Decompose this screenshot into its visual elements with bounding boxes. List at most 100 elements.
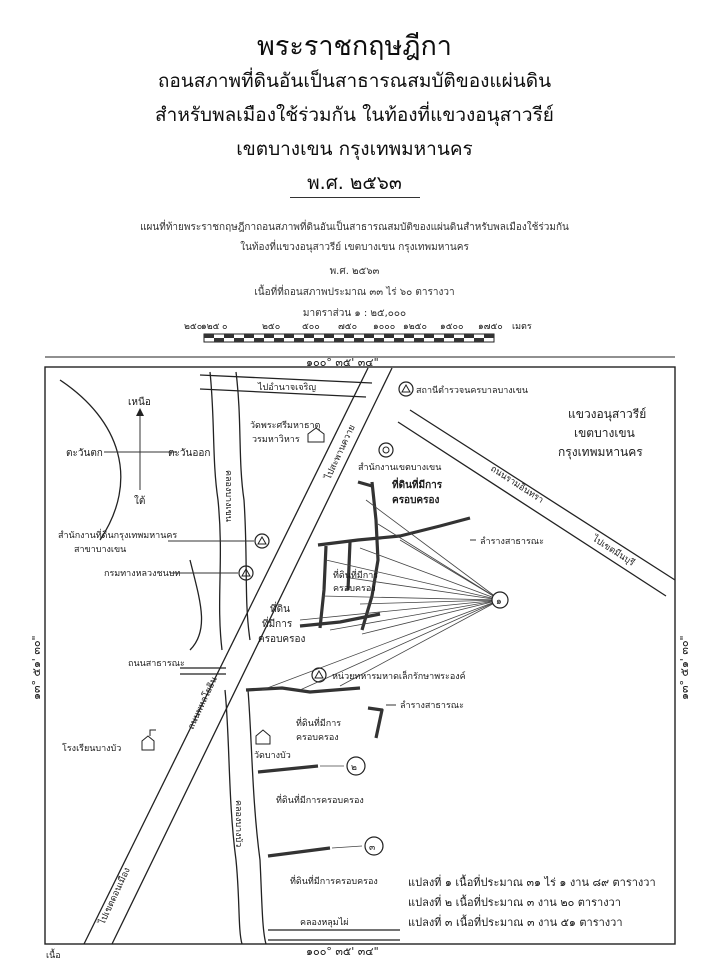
- parcel-1-ray: [299, 599, 501, 621]
- parcel-2-boundary: [257, 764, 319, 774]
- compass: [104, 408, 176, 490]
- scale-tick-9: ๑๗๕๐: [478, 322, 503, 332]
- scale-bar-cell: [434, 338, 444, 342]
- map-caption-year: พ.ศ. ๒๕๖๓: [329, 266, 380, 277]
- parcel-1-ray: [325, 559, 501, 601]
- decree-map: ๒๕๐ ๑๒๕ ๐ ๒๕๐ ๕๐๐ ๗๕๐ ๑๐๐๐ ๑๒๕๐ ๑๕๐๐ ๑๗๕…: [30, 322, 691, 960]
- scale-bar-cell: [464, 334, 474, 338]
- parcel-legend-3: แปลงที่ ๓ เนื้อที่ประมาณ ๓ งาน ๕๑ ตารางว…: [408, 914, 623, 929]
- parcel-1-boundary: [245, 480, 471, 694]
- scale-tick-3: ๒๕๐: [262, 322, 280, 332]
- parcel-1-marker: [491, 591, 509, 609]
- scale-bar-cell: [364, 334, 374, 338]
- district-label-line-2: เขตบางเขน: [574, 426, 635, 440]
- scale-bar-cell: [214, 338, 224, 342]
- parcel-3-marker: [364, 836, 384, 856]
- ram-inthra-road: [397, 409, 676, 597]
- rural-roads-icon: [238, 565, 254, 581]
- school-icon: [141, 735, 155, 751]
- map-caption-line-2: ในท้องที่แขวงอนุสาวรีย์ เขตบางเขน กรุงเท…: [240, 242, 469, 253]
- scale-bar-cell: [334, 338, 344, 342]
- scale-bar-cell: [284, 334, 294, 338]
- decree-subject-line-1: ถอนสภาพที่ดินอันเป็นสาธารณสมบัติของแผ่นด…: [157, 70, 552, 92]
- parcel-1-ray: [377, 523, 501, 601]
- scale-bar-cell: [454, 338, 464, 342]
- decree-subject-line-2: สำหรับพลเมืองใช้ร่วมกัน ในท้องที่แขวงอนุ…: [155, 104, 554, 126]
- header-divider: [290, 197, 420, 198]
- parcel-1-ray: [359, 599, 501, 605]
- public-pond-2-label: ลำรางสาธารณะ: [400, 700, 464, 711]
- map-caption-line-1: แผนที่ท้ายพระราชกฤษฎีกาถอนสภาพที่ดินอันเ…: [140, 222, 569, 233]
- canal-bang-bua-label: คลองบางบัว: [233, 800, 243, 847]
- district-label-line-3: กรุงเทพมหานคร: [558, 445, 643, 460]
- temple-2-icon: [255, 729, 271, 745]
- amnat-road: [199, 374, 373, 398]
- decree-title: พระราชกฤษฎีกา: [257, 31, 452, 62]
- parcel-1-marker-number: ๑: [496, 597, 502, 607]
- scale-bar-cell: [304, 334, 314, 338]
- compass-east: ตะวันออก: [168, 448, 210, 459]
- occupied-left-label-line-3: ครอบครอง: [258, 634, 305, 645]
- parcel-1-ray: [321, 595, 501, 601]
- scale-tick-4: ๕๐๐: [302, 322, 320, 332]
- parcel-1-ray: [329, 599, 501, 631]
- military-unit-label: หน่วยทหารมหาดเล็กรักษาพระองค์: [332, 669, 466, 682]
- coord-right: ๑๓° ๕๑' ๓๐": [678, 635, 691, 700]
- scale-tick-6: ๑๐๐๐: [373, 322, 395, 332]
- compass-south: ใต้: [134, 495, 145, 507]
- parcel-1-ray: [399, 539, 501, 601]
- scale-bar-cell: [344, 334, 354, 338]
- public-pond-2-line: [367, 706, 384, 739]
- temple-2-label: วัดบางบัว: [254, 751, 291, 761]
- occupied-parcel-3-label: ที่ดินที่มีการครอบครอง: [290, 874, 378, 887]
- scale-tick-5: ๗๕๐: [338, 322, 357, 332]
- parcel-2-marker-number: ๒: [351, 763, 357, 773]
- police-station-icon: [398, 381, 414, 397]
- occupied-south-label-line-2: ครอบครอง: [296, 733, 339, 743]
- rural-roads-label: กรมทางหลวงชนบท: [104, 569, 180, 579]
- phahon-yothin-label: ถนนพหลโยธิน: [186, 675, 220, 731]
- parcel-1-ray: [365, 499, 501, 601]
- scale-bar-cell: [444, 334, 454, 338]
- left-stream: [59, 379, 122, 541]
- scale-tick-0: ๒๕๐: [184, 322, 202, 332]
- public-road-label: ถนนสาธารณะ: [128, 659, 185, 669]
- scale-bar-cell: [404, 334, 414, 338]
- district-office-icon: [378, 442, 394, 458]
- occupied-land-label-line-2: ครอบครอง: [392, 495, 439, 506]
- parcel-1-ray: [349, 577, 501, 601]
- occupied-left-label-line-1: ที่ดิน: [270, 601, 290, 615]
- scale-bar-cell: [324, 334, 334, 338]
- canal-bang-khen-east-bank: [235, 371, 251, 641]
- scale-bar-cell: [254, 338, 264, 342]
- coord-bottom: ๑๐๐° ๓๕' ๓๔": [306, 945, 379, 958]
- land-office-icon: [254, 533, 270, 549]
- decree-subject-line-3: เขตบางเขน กรุงเทพมหานคร: [236, 138, 473, 160]
- scale-bar-cell: [294, 338, 304, 342]
- parcel-1-ray: [359, 547, 501, 601]
- scale-bar-cell: [354, 338, 364, 342]
- scale-bar-cell: [414, 338, 424, 342]
- school-label: โรงเรียนบางบัว: [62, 743, 121, 754]
- scale-tick-7: ๑๒๕๐: [403, 322, 427, 332]
- parcel-1-ray: [339, 599, 501, 687]
- police-station-label: สถานีตำรวจนครบาลบางเขน: [416, 385, 528, 396]
- scale-bar-cell: [224, 334, 234, 338]
- occupied-mid-label-line-2: ครอบครอง: [333, 584, 376, 594]
- canal-bang-bua-west-bank: [224, 689, 243, 945]
- scale-unit: เมตร: [512, 322, 532, 332]
- temple-1-icon: [307, 427, 325, 443]
- scale-tick-8: ๑๕๐๐: [440, 322, 464, 332]
- scale-bar-cell: [394, 338, 404, 342]
- compass-north: เหนือ: [128, 396, 151, 408]
- decree-year: พ.ศ. ๒๕๖๓: [307, 172, 402, 194]
- parcel-1-rays: [261, 499, 501, 691]
- scale-bar-cell: [204, 334, 214, 338]
- scale-bar-cell: [384, 334, 394, 338]
- land-office-label-line-1: สำนักงานที่ดินกรุงเทพมหานคร: [58, 528, 177, 541]
- public-pond-1-label: ลำรางสาธารณะ: [480, 536, 544, 547]
- scale-bar-cell: [424, 334, 434, 338]
- canal-bang-khen-label: คลองบางเขน: [223, 470, 233, 522]
- canal-bang-bua-east-bank: [247, 689, 267, 945]
- temple-1-label-line-2: วรมหาวิหาร: [252, 434, 300, 445]
